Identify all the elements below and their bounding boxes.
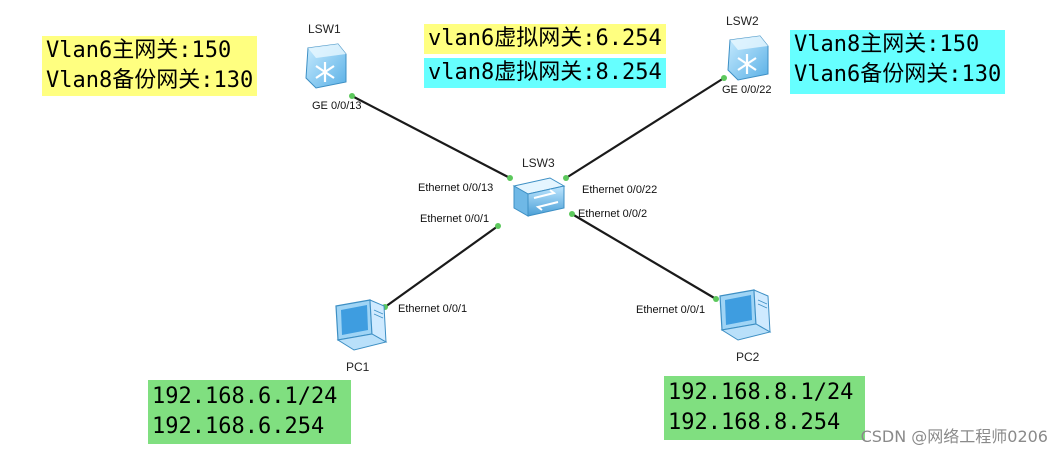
pc2-gw-text: 192.168.8.254	[668, 410, 841, 435]
access-switch-icon	[512, 177, 566, 217]
pc-icon	[719, 289, 772, 341]
pc1-gw-text: 192.168.6.254	[152, 414, 325, 439]
pc1-device[interactable]	[328, 296, 392, 360]
pc2-port-label: Ethernet 0/0/1	[636, 304, 706, 316]
lsw2-device[interactable]	[722, 34, 770, 86]
link-lsw3-pc1	[384, 225, 499, 308]
watermark: CSDN @网络工程师0206	[860, 427, 1048, 446]
lsw3-name: LSW3	[522, 156, 555, 170]
lsw1-primary-text: Vlan6主网关:150	[46, 38, 232, 63]
port-dot	[569, 211, 575, 217]
lsw2-primary-text: Vlan8主网关:150	[794, 32, 980, 57]
port-dot	[713, 296, 719, 302]
port-dot	[349, 93, 355, 99]
lsw1-device[interactable]	[300, 42, 348, 94]
lsw2-port-label: GE 0/0/22	[722, 84, 772, 96]
core-switch-icon	[305, 43, 347, 89]
lsw1-backup-text: Vlan8备份网关:130	[46, 68, 254, 93]
vgw-vlan6-note: vlan6虚拟网关:6.254	[424, 24, 666, 54]
pc1-ip-text: 192.168.6.1/24	[152, 384, 338, 409]
pc2-name: PC2	[736, 350, 760, 364]
port-dot	[721, 75, 727, 81]
lsw2-backup-text: Vlan6备份网关:130	[794, 62, 1002, 87]
lsw2-gateway-note: Vlan8主网关:150 Vlan6备份网关:130	[790, 30, 1006, 94]
port-dot	[495, 223, 501, 229]
lsw3-port-e13: Ethernet 0/0/13	[418, 182, 494, 194]
core-switch-icon	[727, 35, 769, 81]
vgw-vlan8-text: vlan8虚拟网关:8.254	[428, 60, 662, 85]
lsw3-port-e1: Ethernet 0/0/1	[420, 213, 490, 225]
lsw2-name: LSW2	[726, 14, 759, 28]
port-dot	[507, 175, 513, 181]
port-dot	[563, 175, 569, 181]
lsw3-port-e22: Ethernet 0/0/22	[582, 184, 658, 196]
lsw1-gateway-note: Vlan6主网关:150 Vlan8备份网关:130	[42, 36, 258, 96]
vgw-vlan6-text: vlan6虚拟网关:6.254	[428, 26, 662, 51]
pc2-ip-text: 192.168.8.1/24	[668, 380, 854, 405]
lsw1-port-label: GE 0/0/13	[312, 100, 362, 112]
vgw-vlan8-note: vlan8虚拟网关:8.254	[424, 58, 666, 88]
lsw3-port-e2: Ethernet 0/0/2	[578, 208, 648, 220]
link-lsw3-pc2	[571, 213, 717, 300]
pc1-ip-note: 192.168.6.1/24 192.168.6.254	[148, 380, 352, 444]
pc1-port-label: Ethernet 0/0/1	[398, 303, 468, 315]
pc-icon	[335, 299, 388, 351]
lsw3-device[interactable]	[510, 172, 568, 224]
pc1-name: PC1	[346, 360, 370, 374]
link-lsw2-lsw3	[565, 77, 725, 179]
lsw1-name: LSW1	[308, 22, 341, 36]
link-lsw1-lsw3	[351, 95, 511, 179]
pc2-device[interactable]	[712, 286, 776, 350]
pc2-ip-note: 192.168.8.1/24 192.168.8.254	[664, 376, 866, 440]
